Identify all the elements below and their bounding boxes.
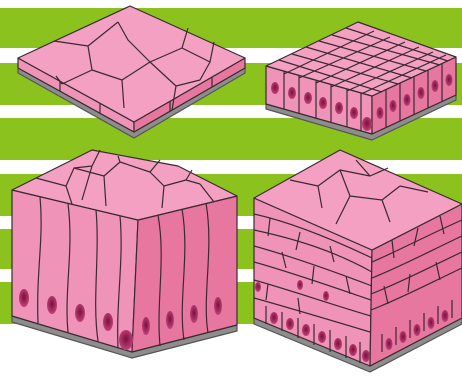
- simple-columnar-epithelium-block: [12, 150, 237, 358]
